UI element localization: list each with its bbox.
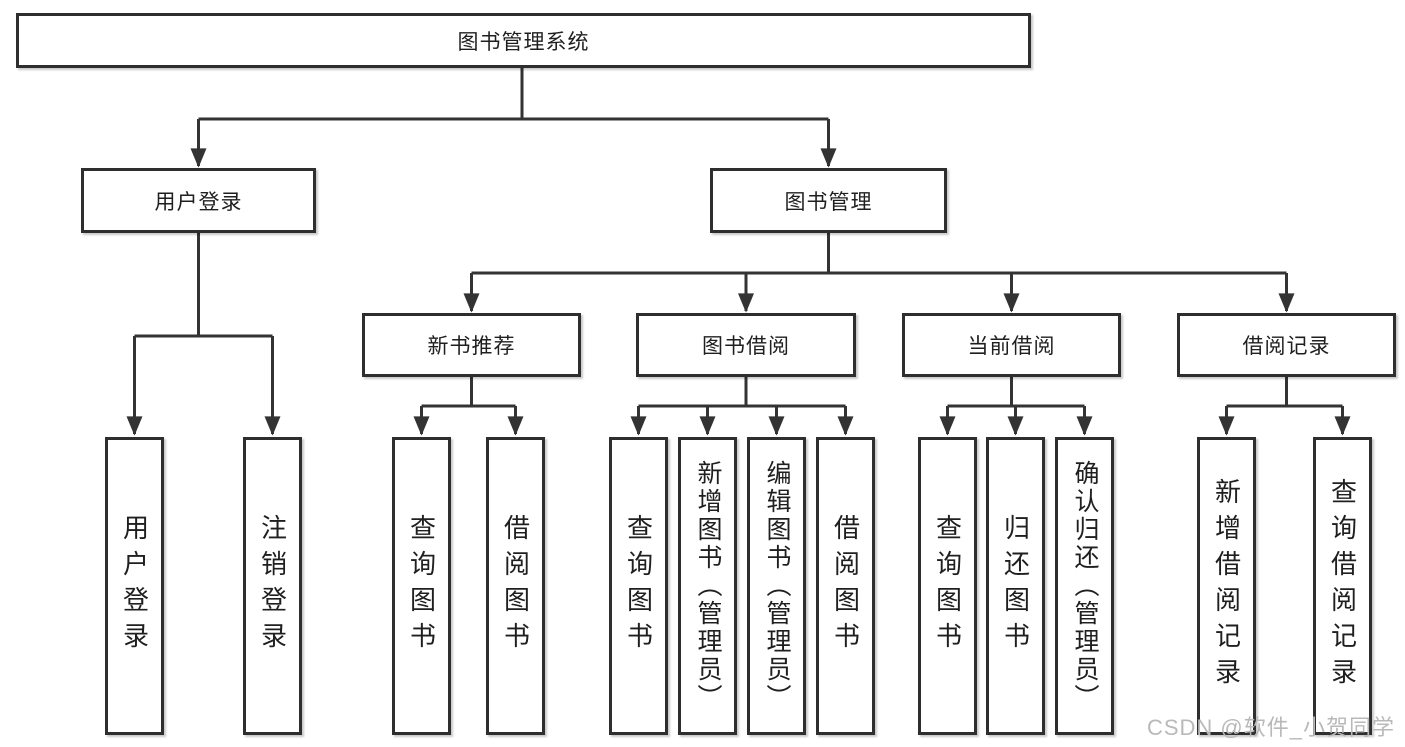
leaf-query-books-borrow-label: 查询图书 xyxy=(623,514,654,658)
leaf-add-book-admin: 新增图书（管理员） xyxy=(678,437,737,735)
node-current-borrowing-label: 当前借阅 xyxy=(967,335,1056,358)
leaf-query-books-current: 查询图书 xyxy=(918,437,977,735)
node-new-book-recommendation: 新书推荐 xyxy=(362,313,581,377)
node-user-login: 用户登录 xyxy=(81,168,316,233)
node-borrowing-records: 借阅记录 xyxy=(1177,313,1396,377)
leaf-confirm-return-admin-label: 确认归还（管理员） xyxy=(1071,460,1099,712)
leaf-return-books-label: 归还图书 xyxy=(1000,514,1031,658)
leaf-query-books-recommend-label: 查询图书 xyxy=(406,514,437,658)
leaf-logout-label: 注销登录 xyxy=(257,514,288,658)
leaf-query-books-borrow: 查询图书 xyxy=(609,437,668,735)
connector-arrows xyxy=(126,119,1351,436)
node-borrowing-records-label: 借阅记录 xyxy=(1242,335,1331,358)
node-user-login-label: 用户登录 xyxy=(154,190,243,214)
leaf-add-borrow-record: 新增借阅记录 xyxy=(1197,437,1256,735)
watermark-text: CSDN @软件_小贺同学 xyxy=(1146,715,1395,740)
leaf-borrow-books-label: 借阅图书 xyxy=(830,514,861,658)
leaf-return-books: 归还图书 xyxy=(986,437,1045,735)
root-node: 图书管理系统 xyxy=(16,13,1031,68)
leaf-edit-book-admin: 编辑图书（管理员） xyxy=(747,437,806,735)
connector-trunks xyxy=(134,68,1343,408)
leaf-query-books-recommend: 查询图书 xyxy=(392,437,451,735)
leaf-user-login: 用户登录 xyxy=(105,437,164,735)
root-node-label: 图书管理系统 xyxy=(457,30,590,54)
leaf-confirm-return-admin: 确认归还（管理员） xyxy=(1055,437,1114,735)
leaf-query-borrow-record-label: 查询借阅记录 xyxy=(1327,478,1358,694)
node-book-management-label: 图书管理 xyxy=(784,190,873,214)
node-current-borrowing: 当前借阅 xyxy=(902,313,1121,377)
leaf-logout: 注销登录 xyxy=(243,437,302,735)
leaf-query-borrow-record: 查询借阅记录 xyxy=(1313,437,1372,735)
node-new-book-recommendation-label: 新书推荐 xyxy=(427,335,516,358)
leaf-edit-book-admin-label: 编辑图书（管理员） xyxy=(763,460,791,712)
leaf-borrow-books-recommend: 借阅图书 xyxy=(486,437,545,735)
leaf-user-login-label: 用户登录 xyxy=(119,514,150,658)
node-book-borrowing: 图书借阅 xyxy=(636,313,856,377)
leaf-borrow-books: 借阅图书 xyxy=(816,437,875,735)
leaf-add-book-admin-label: 新增图书（管理员） xyxy=(694,460,722,712)
leaf-query-books-current-label: 查询图书 xyxy=(932,514,963,658)
leaf-add-borrow-record-label: 新增借阅记录 xyxy=(1211,478,1242,694)
leaf-borrow-books-recommend-label: 借阅图书 xyxy=(500,514,531,658)
node-book-borrowing-label: 图书借阅 xyxy=(702,335,790,358)
node-book-management: 图书管理 xyxy=(710,168,947,233)
